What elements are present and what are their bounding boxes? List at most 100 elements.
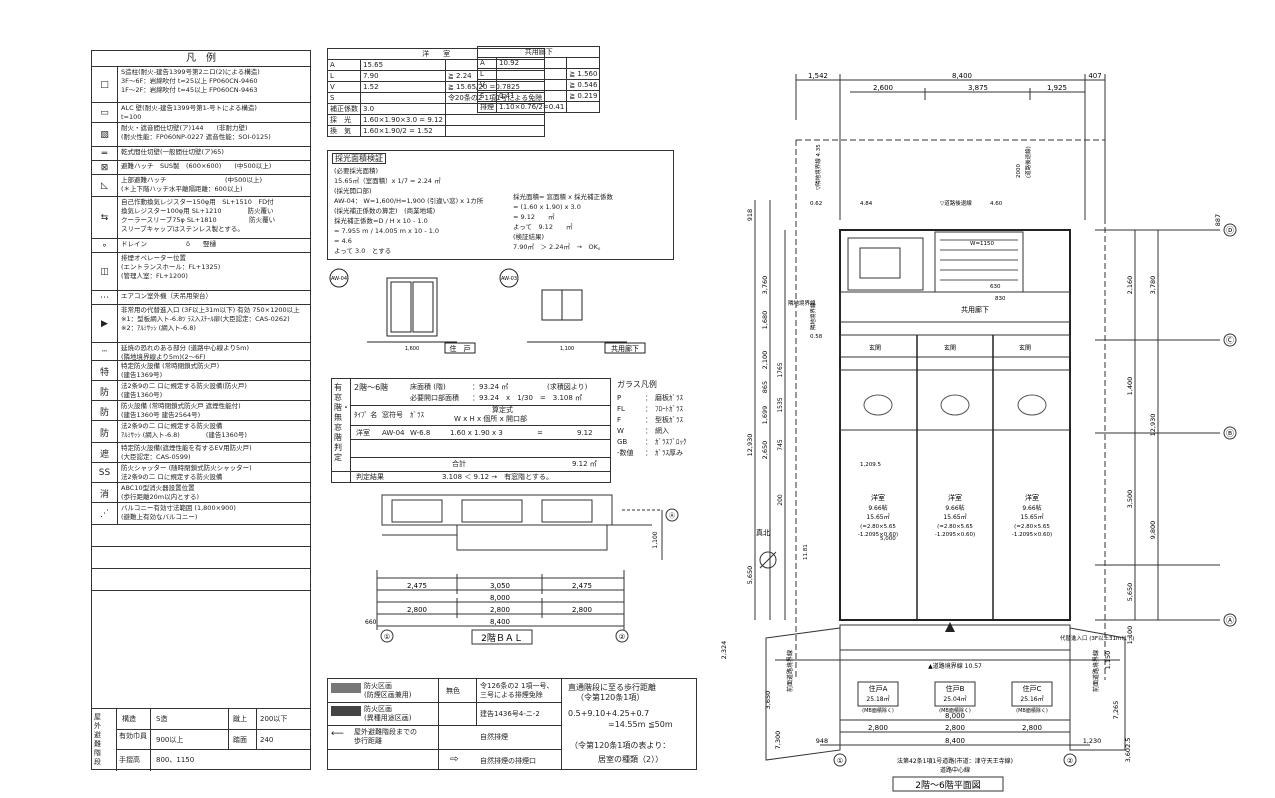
grid-circle: [1223, 333, 1237, 347]
unit-name: 住戸C: [1023, 684, 1042, 693]
window-0-id: AW-04: [331, 276, 347, 282]
nw-head-1: 床面積 (階): [410, 383, 446, 391]
legend-line: t=100: [121, 113, 142, 121]
glass-key: W: [617, 427, 624, 435]
nonwindow-panel: 有窓階・無窓階判定 2階～6階 床面積 (階) ：93.24 ㎡ (求積図より)…: [331, 378, 611, 483]
legend-line: (建告1360号): [121, 391, 163, 399]
lighting-right-line: 7.90㎡ ＞ 2.24㎡ → OK。: [513, 243, 605, 251]
lighting-line: = 7.955 m / 14.005 m x 10 - 1.0: [334, 227, 440, 235]
plan-note: 4.60: [990, 201, 1003, 207]
legend-line: 法2条9の二 ロに規定する防火設備: [121, 422, 223, 430]
legend-symbol-icon: 防: [92, 401, 118, 421]
bal-dim-mid-0: 2,800: [407, 606, 427, 614]
legend-line: 乾式間仕切壁(一般間仕切壁(ア)65): [121, 148, 224, 156]
fire-r3-3: 自然排煙の排煙口: [480, 757, 536, 765]
fire-r0-3: 令126条の2 1項一号、: [480, 682, 554, 690]
left-dim3: 1765: [777, 362, 784, 377]
unit-box: [857, 681, 899, 707]
corridor-table-cell: 0.41: [495, 90, 568, 102]
room-calc: (=2.80×5.65: [1014, 524, 1050, 530]
glass-colon: ：: [645, 416, 652, 424]
bal-axis: Ⓐ: [669, 512, 675, 520]
unit-note: (MB面積除く): [939, 707, 971, 714]
bottom-dim: 2,800: [945, 724, 965, 732]
room-area: 9.66帖: [945, 504, 964, 512]
lighting-panel: 採光面積検証 (必要採光面積)15.65㎡（室面積）x 1/7 = 2.24 ㎡…: [327, 150, 674, 260]
window-1-label: 共用廊下: [611, 344, 639, 353]
room-table-cell: 1.60×1.90/2 = 1.52: [360, 125, 446, 137]
plan-note: W=1150: [970, 241, 995, 247]
legend-row: ◫排煙オペレーター位置(エントランスホール：FL+1325)(管理人室：FL+1…: [92, 252, 310, 291]
nw-result-0: 判定結果: [356, 473, 384, 481]
plan-road: 法第42条1項1号道路(市道：津守天王寺線): [897, 757, 1013, 765]
nw-row-4: =: [537, 429, 543, 437]
room-calc2: -1.2095×0.60): [935, 532, 975, 538]
window-1-dim: 1,100: [560, 346, 574, 352]
bal-dim-top-2: 2,475: [572, 582, 592, 590]
legend-symbol-icon: ⊠: [92, 161, 118, 175]
stair-r2-3: 240: [260, 736, 274, 744]
legend-panel: 凡 例 □S造柱(耐火-建告1399号第2ニロ(2)による構造)3F～6F：岩綿…: [91, 50, 311, 771]
legend-line: (耐火性能：FP060NP-0227 遮音性能：SOI-0125): [121, 133, 271, 141]
legend-symbol-icon: ▶: [92, 305, 118, 343]
right-dim: 1,100: [1126, 626, 1134, 645]
room-table-cell: 1.60×1.90×3.0 = 9.12: [360, 114, 446, 126]
legend-symbol-icon: □: [92, 67, 118, 103]
room-area: 9.66帖: [868, 504, 887, 512]
legend-line: 特定防火設備 (常時閉鎖式防火戸): [121, 362, 220, 370]
nw-row-5: 9.12: [577, 429, 593, 437]
room-name: 洋室: [871, 493, 885, 502]
legend-line: バルコニー有効寸法範囲 (1,800×900): [121, 504, 236, 512]
room-table-cell: 15.65: [360, 59, 446, 71]
left-dim3: 1535: [777, 397, 784, 412]
legend-row: ▨耐火・遮音間仕切壁(ア)144 (非耐力壁)(耐火性能：FP060NP-022…: [92, 122, 310, 147]
plan-top2-dim-0: 2,600: [873, 84, 893, 92]
grid-label: Ⓐ: [1226, 616, 1234, 625]
exhaust-arrow-icon: ⇨: [450, 754, 459, 765]
left-dim: 1,699: [761, 406, 769, 425]
plan-entrance-0: 玄関: [869, 344, 881, 352]
stair-spec-side: 屋外避難階段: [94, 713, 101, 766]
side-dim-right: 3,602.5: [1124, 738, 1132, 763]
room-calc: (=2.80×5.65: [937, 524, 973, 530]
plan-road-center: 道路中心線: [940, 766, 970, 774]
right-dim2: 12,930: [1149, 414, 1157, 437]
legend-symbol-icon: ∘: [92, 239, 118, 253]
grid-circle: [1223, 426, 1237, 440]
plan-top-dim-1: 8,400: [952, 72, 972, 80]
legend-line: 防火設備 (常時閉鎖式防火戸 遮煙性能付): [121, 402, 241, 410]
legend-symbol-icon: ⋯: [92, 291, 118, 305]
plan-note: 4.84: [860, 201, 873, 207]
glass-desc: 型板ｶﾞﾗｽ: [655, 416, 683, 424]
right-dim2: 3,780: [1149, 276, 1157, 295]
fire-r0-4: 三号による排煙免除: [480, 691, 543, 699]
corridor-table-cell: [495, 79, 568, 91]
grid-label: Ⓓ: [1226, 226, 1234, 235]
corridor-table-cell: [495, 68, 568, 80]
legend-line: (管理人室：FL+1200): [121, 272, 188, 280]
stair-r2-2: 踏面: [233, 736, 247, 744]
glass-desc: ｶﾞﾗｽﾌﾞﾛｯｸ: [655, 438, 687, 446]
left-dim3: 745: [777, 439, 784, 451]
left-dim: 2,650: [761, 441, 769, 460]
corridor-table-cell: V: [477, 79, 497, 91]
corridor-table-cell: A: [477, 57, 497, 69]
lighting-line: (採光補正係数の算定) (商業地域): [334, 207, 436, 215]
nw-result-1: 3.108 ＜ 9.12 → 有窓階とする。: [442, 473, 553, 481]
nw-row-0: 洋室: [356, 429, 370, 437]
fire-r2-0: 屋外避難階段までの: [354, 728, 417, 736]
plan-top-dim-2: 407: [1088, 72, 1101, 80]
legend-empty-row: [92, 568, 310, 591]
grid-label: Ⓒ: [1226, 336, 1234, 345]
legend-symbol-icon: ◫: [92, 253, 118, 291]
room-table-cell: [444, 114, 546, 126]
room-table-cell: A: [327, 59, 361, 71]
nw-col-2: ｶﾞﾗｽ: [410, 411, 424, 419]
walk-note1: （令第120条1項の表より：: [570, 741, 671, 750]
bal-dim-overall: 8,400: [490, 618, 510, 626]
